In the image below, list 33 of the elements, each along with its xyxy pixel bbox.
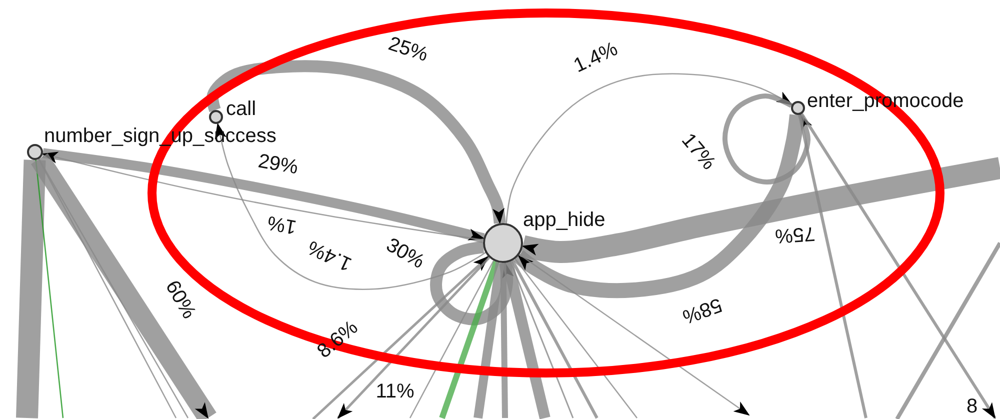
- node-label: call: [226, 98, 256, 121]
- connector-arrow: [519, 254, 750, 416]
- connector-arrow: [30, 153, 216, 419]
- edge-label: 1.4%: [570, 38, 622, 78]
- connector-line: [798, 114, 868, 418]
- edge-label: 1%: [266, 210, 298, 238]
- connector-arrow: [800, 113, 996, 419]
- connector-line: [16, 160, 46, 418]
- connector-arrow: [312, 256, 490, 419]
- connector-line: [510, 261, 574, 418]
- connector-arrow: [513, 114, 804, 298]
- edge-label: 25%: [385, 32, 431, 68]
- edge-label: 29%: [256, 150, 300, 180]
- edge-label: 8: [966, 396, 978, 418]
- edge-label: 58%: [679, 292, 725, 328]
- edge-label: 75%: [774, 221, 816, 247]
- self-loop-arrow: [722, 94, 812, 184]
- edge-label: 30%: [382, 234, 428, 274]
- connector-line: [500, 262, 508, 418]
- connector-arrow: [214, 122, 486, 290]
- connector-line: [35, 160, 64, 418]
- connector-arrow: [520, 157, 1000, 263]
- connector-line: [502, 261, 550, 419]
- connector-line: [514, 258, 638, 418]
- connector-line: [511, 260, 598, 419]
- connector-arrow: [206, 60, 506, 224]
- node-label: app_hide: [523, 209, 606, 232]
- connector-line: [439, 260, 500, 419]
- edge-label: 11%: [376, 380, 414, 404]
- edge-label: 1.4%: [304, 234, 356, 276]
- connector-arrow: [337, 256, 490, 419]
- connector-arrow: [506, 73, 793, 224]
- connector-line: [409, 260, 494, 418]
